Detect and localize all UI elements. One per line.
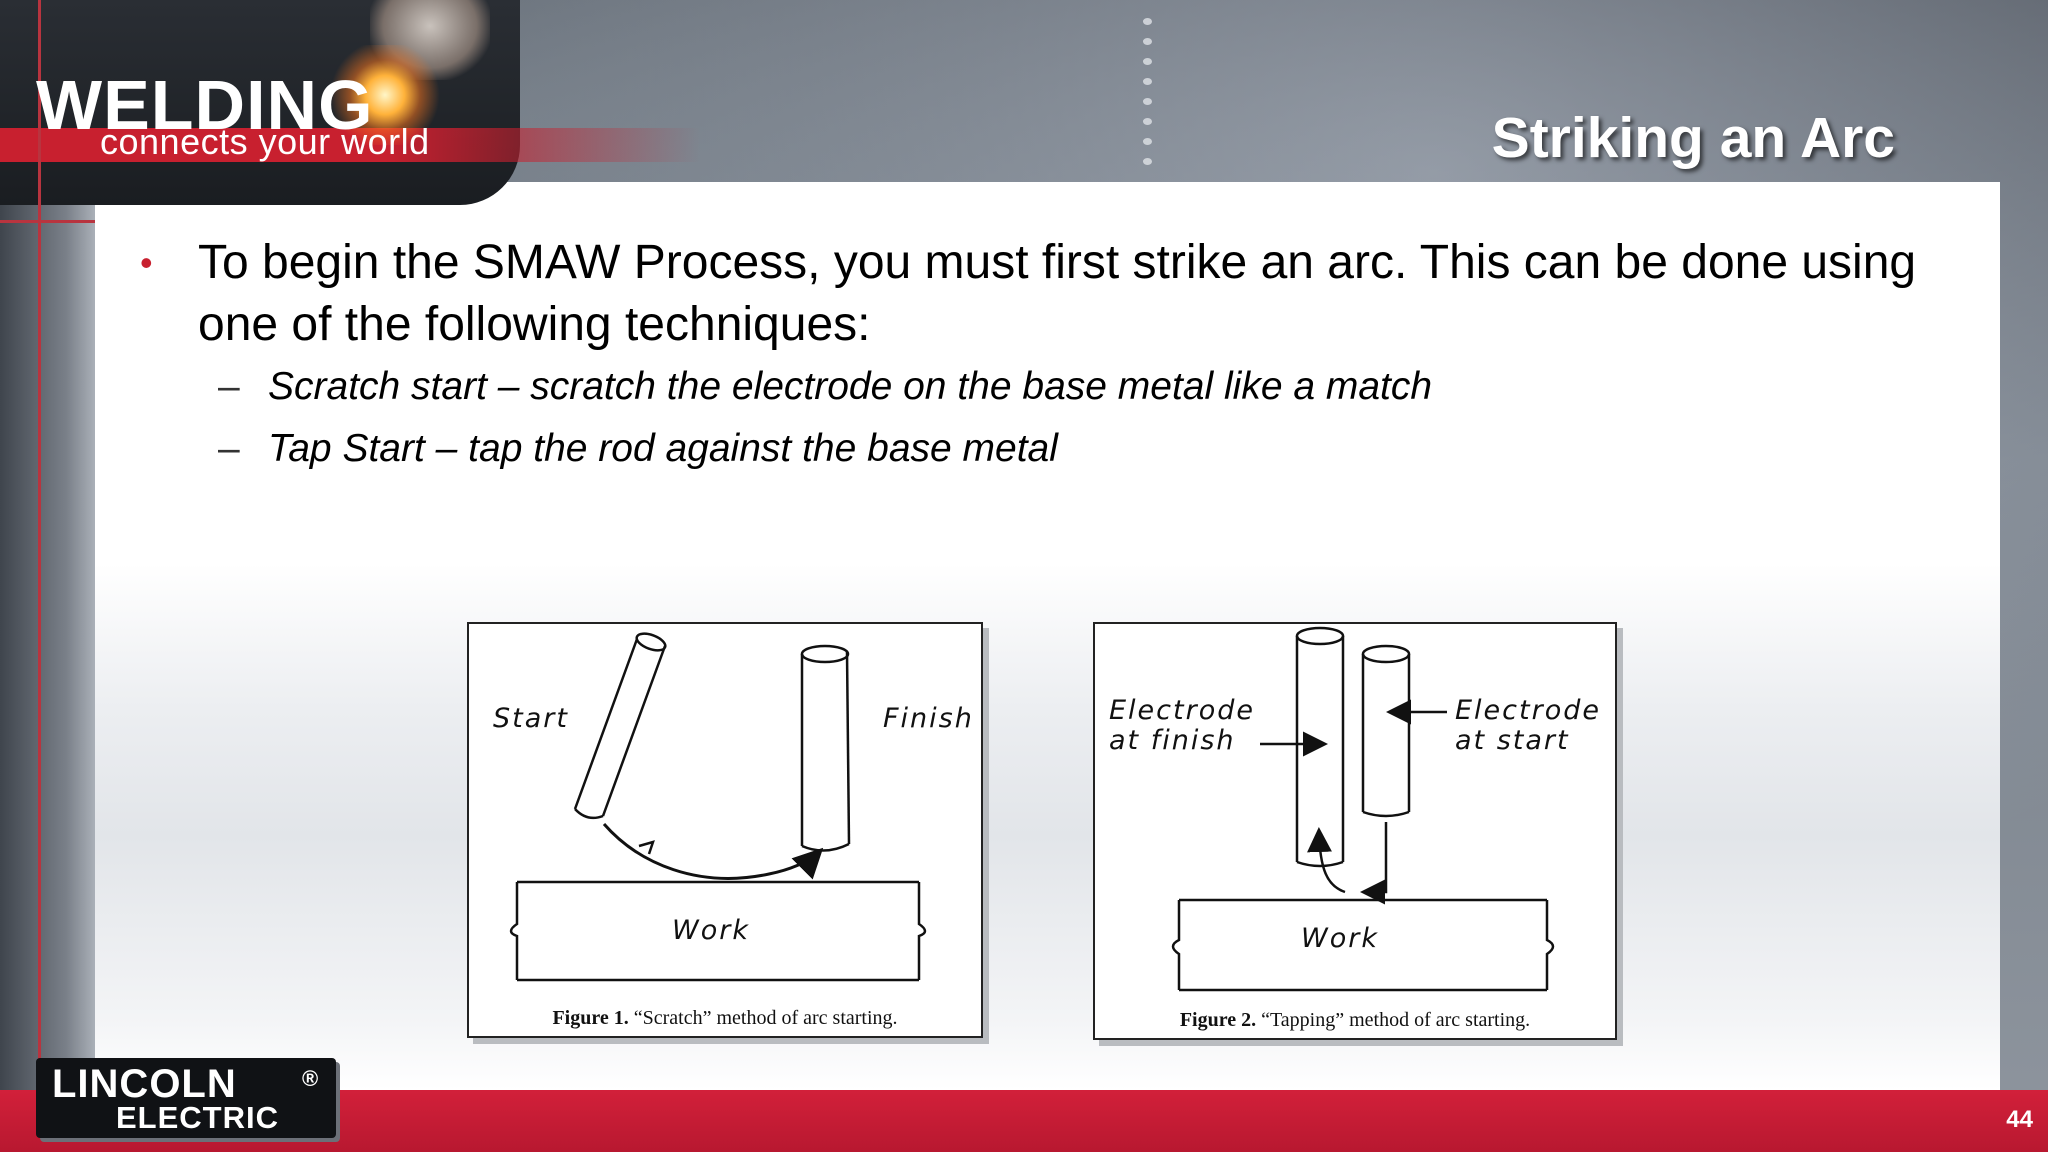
left-decor-strip [0,200,95,1090]
red-vertical-line [38,0,41,1090]
bullet-item: • To begin the SMAW Process, you must fi… [140,232,1980,356]
electrode-finish [800,644,851,852]
label-work: Work [1301,923,1379,954]
label-start: Start [493,703,569,734]
bullet-marker: • [140,242,153,283]
sub-bullet-item: – Scratch start – scratch the electrode … [140,356,1980,418]
bullet-text: To begin the SMAW Process, you must firs… [198,236,1917,351]
arc-path-arrow [602,823,824,880]
sub-bullet-marker: – [218,427,240,470]
slide-title: Striking an Arc [1491,106,1895,170]
figure-scratch-method: Start Finish Work Figure 1. “Scratch” me… [467,622,983,1038]
work-piece [509,880,927,982]
tapping-diagram [1171,626,1555,992]
label-finish: Finish [883,703,974,734]
label-work: Work [672,915,750,946]
label-electrode-start: Electrode at start [1455,695,1601,756]
electrode-finish [1295,626,1345,868]
figure-caption: Figure 1. “Scratch” method of arc starti… [552,1007,898,1029]
tap-down-arrow [1360,822,1388,905]
scratch-diagram [509,632,927,982]
tap-up-arrow [1307,827,1346,894]
red-horizontal-line [0,220,95,223]
page-number: 44 [2006,1106,2033,1133]
rivet-decoration [1143,18,1155,178]
electrode-start [573,632,667,820]
lincoln-logo-bottom: ELECTRIC [116,1100,279,1135]
content-panel [95,182,2000,1090]
figure-caption: Figure 2. “Tapping” method of arc starti… [1179,1009,1531,1031]
bullet-list: • To begin the SMAW Process, you must fi… [140,232,1980,480]
label-electrode-finish: Electrode at finish [1109,695,1255,756]
registered-mark: ® [302,1066,319,1091]
sub-bullet-text: Scratch start – scratch the electrode on… [268,365,1433,408]
sub-bullet-text: Tap Start – tap the rod against the base… [268,427,1058,470]
figure-tapping-method: Electrode at finish Electrode at start W… [1093,622,1617,1040]
electrode-start [1361,644,1411,818]
welding-logo-tagline: connects your world [100,121,430,162]
sub-bullet-marker: – [218,365,240,408]
work-piece [1171,898,1555,992]
footer-red-band [0,1090,2048,1152]
lincoln-logo-top: LINCOLN [52,1062,237,1106]
welding-spark-image [325,45,445,145]
lincoln-electric-logo: LINCOLN ® ELECTRIC [36,1058,336,1138]
sub-bullet-item: – Tap Start – tap the rod against the ba… [140,418,1980,480]
welding-logo-text: WELDING [36,66,374,144]
